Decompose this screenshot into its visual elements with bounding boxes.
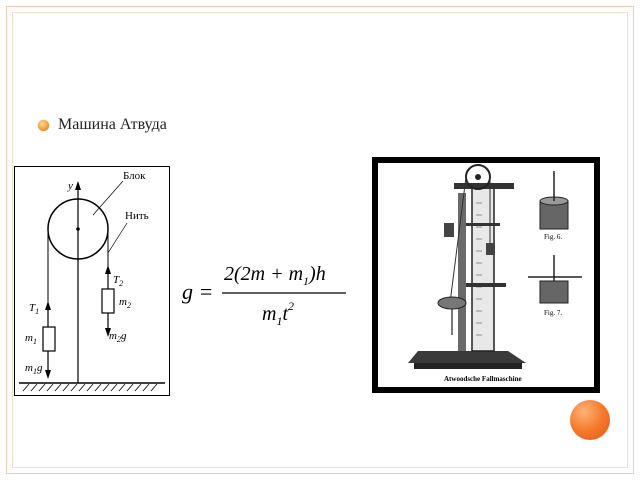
- label-block: Блок: [123, 170, 146, 182]
- apparatus-string-left: [449, 176, 467, 304]
- block-leader: [92, 180, 124, 216]
- apparatus-caption: Atwoodsche Fallmaschine: [444, 375, 522, 383]
- t1-arrowhead: [45, 301, 51, 310]
- formula-denominator: m1t2: [262, 299, 294, 328]
- atwood-diagram-svg: y Блок Нить T1 m1 m1g T2 m2 m2g: [19, 170, 165, 392]
- atwood-diagram: y Блок Нить T1 m1 m1g T2 m2 m2g: [14, 166, 170, 396]
- slide-frame-outer: [6, 6, 634, 474]
- fig6-caption: Fig. 6.: [544, 233, 562, 241]
- fig6-weight: [539, 200, 569, 230]
- apparatus-column: [471, 186, 495, 352]
- apparatus-pulley-hub: [475, 174, 481, 180]
- pulley-axle: [76, 227, 80, 231]
- y-axis-arrow: [75, 181, 81, 190]
- mass-m2: [101, 288, 115, 314]
- m2g-arrowhead: [105, 328, 111, 337]
- bullet-item: Машина Атвуда: [38, 116, 167, 134]
- apparatus-disc: [437, 296, 467, 310]
- bullet-text: Машина Атвуда: [58, 116, 167, 133]
- fig7-caption: Fig. 7.: [544, 309, 562, 317]
- apparatus-side-post: [458, 193, 466, 351]
- apparatus-weight-left: [444, 223, 454, 237]
- label-thread: Нить: [125, 210, 149, 222]
- apparatus-base-foot: [414, 363, 522, 369]
- label-m1g: m1g: [25, 362, 43, 376]
- slide-frame-inner: [12, 12, 628, 468]
- fig7-weight: [539, 280, 569, 304]
- label-m1: m1: [25, 332, 37, 346]
- apparatus-ring-platform: [466, 283, 506, 287]
- mass-m1: [42, 326, 56, 352]
- apparatus-top-bar: [454, 183, 514, 189]
- apparatus-base: [408, 351, 526, 363]
- m1g-arrowhead: [45, 370, 51, 379]
- apparatus-upper-platform: [466, 223, 500, 226]
- corner-decoration-circle: [570, 400, 610, 440]
- label-t1: T1: [29, 302, 39, 316]
- formula-numerator: 2(2m + m1)h: [224, 263, 326, 288]
- thread-leader: [107, 222, 128, 254]
- label-m2g: m2g: [109, 330, 127, 344]
- label-t2: T2: [113, 274, 123, 288]
- apparatus-svg: Fig. 6. Fig. 7. Atwoodsche Fallmaschine: [408, 164, 582, 383]
- label-y: y: [67, 180, 73, 192]
- formula-lhs: g =: [182, 279, 213, 304]
- apparatus-illustration-inner: Fig. 6. Fig. 7. Atwoodsche Fallmaschine: [378, 163, 594, 387]
- t2-arrowhead: [105, 265, 111, 274]
- apparatus-illustration: Fig. 6. Fig. 7. Atwoodsche Fallmaschine: [372, 157, 600, 393]
- label-m2: m2: [119, 296, 131, 310]
- atwood-formula: g = 2(2m + m1)h m1t2: [180, 252, 370, 332]
- apparatus-weight-right: [486, 243, 495, 255]
- formula-svg: g = 2(2m + m1)h m1t2: [182, 263, 346, 328]
- ground-hatch: [22, 383, 158, 392]
- bullet-icon: [38, 119, 49, 131]
